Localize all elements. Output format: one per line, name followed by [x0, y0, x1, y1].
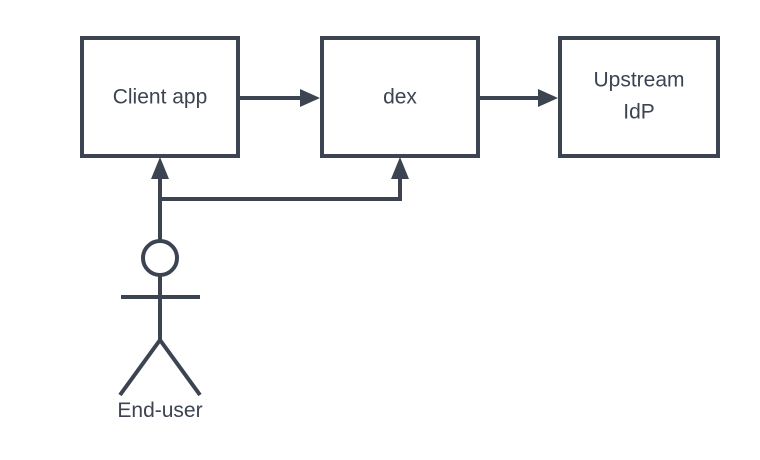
arrow-head-end-user-to-client-app: [151, 157, 169, 179]
node-upstream-idp-label-line2: IdP: [623, 101, 655, 124]
actor-end-user[interactable]: End-user: [117, 239, 203, 422]
actor-end-user-leg-right: [158, 338, 202, 397]
node-upstream-idp[interactable]: Upstream IdP: [558, 36, 720, 158]
edge-dex-to-upstream-idp: [480, 89, 558, 107]
arrow-head-dex-to-upstream-idp: [538, 89, 558, 107]
actor-end-user-leg-left: [118, 338, 162, 397]
node-upstream-idp-rect[interactable]: [558, 36, 720, 158]
actor-end-user-head-icon: [141, 239, 179, 277]
arrow-head-end-user-to-dex: [391, 157, 409, 179]
edge-end-user-to-dex: [160, 157, 409, 201]
edge-end-user-to-client-app: [151, 157, 169, 245]
node-client-app-rect[interactable]: [80, 36, 240, 158]
arrow-head-client-app-to-dex: [300, 89, 320, 107]
edge-client-app-to-dex: [240, 89, 320, 107]
edge-line-end-user-to-dex: [160, 172, 402, 201]
node-dex-rect[interactable]: [320, 36, 480, 158]
actor-end-user-label: End-user: [117, 399, 202, 422]
node-client-app[interactable]: Client app: [80, 36, 240, 158]
node-client-app-label: Client app: [113, 86, 208, 109]
node-dex-label: dex: [383, 86, 417, 109]
node-dex[interactable]: dex: [320, 36, 480, 158]
node-upstream-idp-label-line1: Upstream: [593, 69, 684, 92]
